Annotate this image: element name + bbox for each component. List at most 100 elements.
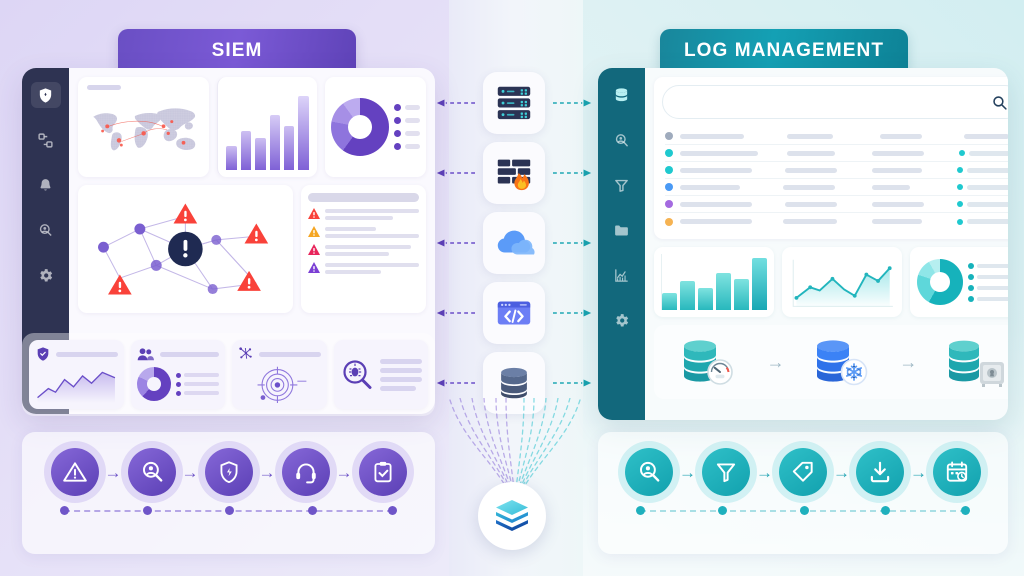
search-step[interactable] bbox=[625, 448, 673, 496]
bar bbox=[269, 114, 280, 170]
alert-row[interactable] bbox=[307, 244, 419, 256]
alert-feed-header bbox=[307, 193, 419, 202]
sidebar-item-folders[interactable] bbox=[607, 217, 637, 243]
database-snowflake-icon bbox=[816, 340, 868, 386]
alert-row[interactable] bbox=[307, 226, 419, 238]
folder-icon bbox=[615, 225, 628, 235]
map-title-placeholder bbox=[87, 85, 121, 90]
lifecycle-arrow: → bbox=[899, 351, 918, 372]
database-icon bbox=[501, 367, 527, 399]
severity-low-icon bbox=[307, 262, 320, 273]
donut-legend bbox=[968, 262, 1008, 302]
archive-step[interactable] bbox=[856, 448, 904, 496]
workflow-timeline bbox=[60, 506, 397, 516]
layers-icon bbox=[496, 500, 528, 531]
table-header-row bbox=[665, 128, 1008, 145]
hot-storage[interactable] bbox=[676, 336, 742, 388]
log-results-table[interactable] bbox=[660, 119, 1008, 236]
archive-vault[interactable] bbox=[942, 336, 1008, 388]
calendar-clock-icon bbox=[946, 461, 968, 482]
workflow-arrow: → bbox=[679, 462, 696, 482]
arrow-to-siem bbox=[433, 168, 475, 178]
donut-chart bbox=[330, 98, 389, 156]
cloud-connector[interactable] bbox=[436, 212, 592, 274]
firewall-connector[interactable] bbox=[436, 142, 592, 204]
sidebar-item-alerts[interactable] bbox=[31, 172, 61, 198]
log-sidebar bbox=[598, 68, 645, 420]
events-bar-chart[interactable] bbox=[217, 77, 317, 177]
card-title-placeholder bbox=[259, 351, 321, 357]
volume-bar-chart[interactable] bbox=[654, 247, 774, 317]
workflow-arrow: → bbox=[756, 462, 773, 482]
source-breakdown-donut[interactable] bbox=[910, 247, 1008, 317]
donut-chart bbox=[917, 259, 963, 305]
threat-hunting-card[interactable] bbox=[333, 340, 428, 409]
sidebar-item-dashboard[interactable] bbox=[31, 127, 61, 153]
clipboard-check-icon bbox=[373, 461, 392, 483]
table-row[interactable] bbox=[665, 179, 1008, 196]
alert-row[interactable] bbox=[307, 262, 419, 274]
lifecycle-arrow: → bbox=[766, 351, 785, 372]
cold-storage[interactable] bbox=[809, 336, 875, 388]
shield-check-icon bbox=[37, 347, 49, 361]
arrow-to-siem bbox=[433, 378, 475, 388]
threat-intel-card[interactable] bbox=[232, 340, 327, 409]
bar bbox=[226, 146, 237, 170]
download-archive-icon bbox=[870, 461, 890, 483]
contain-step[interactable] bbox=[204, 448, 253, 496]
user-behavior-card[interactable] bbox=[130, 340, 225, 409]
application-connector[interactable] bbox=[436, 282, 592, 344]
report-step[interactable] bbox=[358, 448, 407, 496]
attack-network-graph[interactable] bbox=[78, 185, 293, 313]
page-title-siem: SIEM bbox=[211, 39, 263, 61]
sidebar-item-shield[interactable] bbox=[30, 82, 61, 108]
log-search-input[interactable] bbox=[662, 85, 1008, 119]
alert-feed[interactable] bbox=[300, 185, 426, 313]
bar bbox=[284, 126, 295, 170]
retention-step[interactable] bbox=[933, 448, 981, 496]
investigate-step[interactable] bbox=[127, 448, 176, 496]
severity-critical-icon bbox=[307, 208, 320, 219]
sidebar-item-settings[interactable] bbox=[607, 307, 637, 333]
workflow-steps: → → → → bbox=[598, 432, 1008, 496]
global-threat-map[interactable] bbox=[78, 77, 210, 177]
tag-step[interactable] bbox=[779, 448, 827, 496]
workflow-steps: → → → bbox=[22, 432, 435, 496]
arrow-to-siem bbox=[433, 98, 475, 108]
detect-step[interactable] bbox=[50, 448, 99, 496]
arrow-to-log bbox=[553, 168, 595, 178]
table-row[interactable] bbox=[665, 145, 1008, 162]
search-icon bbox=[615, 133, 628, 146]
flame-icon bbox=[514, 173, 529, 191]
bar bbox=[255, 138, 266, 170]
sidebar-item-filter[interactable] bbox=[607, 172, 637, 198]
workflow-arrow: → bbox=[833, 462, 850, 482]
filter-step[interactable] bbox=[702, 448, 750, 496]
log-processing-workflow: → → → → bbox=[598, 432, 1008, 554]
respond-step[interactable] bbox=[281, 448, 330, 496]
sidebar-item-analytics[interactable] bbox=[607, 262, 637, 288]
ingest-trend-chart[interactable] bbox=[782, 247, 902, 317]
table-row[interactable] bbox=[665, 196, 1008, 213]
table-row[interactable] bbox=[665, 213, 1008, 230]
legend-row bbox=[393, 143, 420, 150]
sidebar-item-search[interactable] bbox=[607, 127, 637, 153]
sidebar-item-settings[interactable] bbox=[31, 262, 61, 288]
threat-category-donut[interactable] bbox=[324, 77, 426, 177]
compliance-trend-card[interactable] bbox=[29, 340, 124, 409]
sidebar-item-user-search[interactable] bbox=[31, 217, 61, 243]
alert-text-lines bbox=[324, 226, 419, 238]
legend-row bbox=[393, 130, 420, 137]
sidebar-item-database[interactable] bbox=[607, 82, 637, 108]
cloud-icon bbox=[497, 230, 535, 255]
alert-text-lines bbox=[324, 262, 419, 274]
legend-row bbox=[393, 117, 420, 124]
database-gauge-icon bbox=[684, 340, 733, 385]
server-rack-connector[interactable] bbox=[436, 72, 592, 134]
stacked-layers-logo[interactable] bbox=[478, 482, 546, 550]
database-connector[interactable] bbox=[436, 352, 592, 414]
alert-text-lines bbox=[324, 244, 419, 256]
table-row[interactable] bbox=[665, 162, 1008, 179]
alert-row[interactable] bbox=[307, 208, 419, 220]
users-icon bbox=[137, 348, 154, 361]
